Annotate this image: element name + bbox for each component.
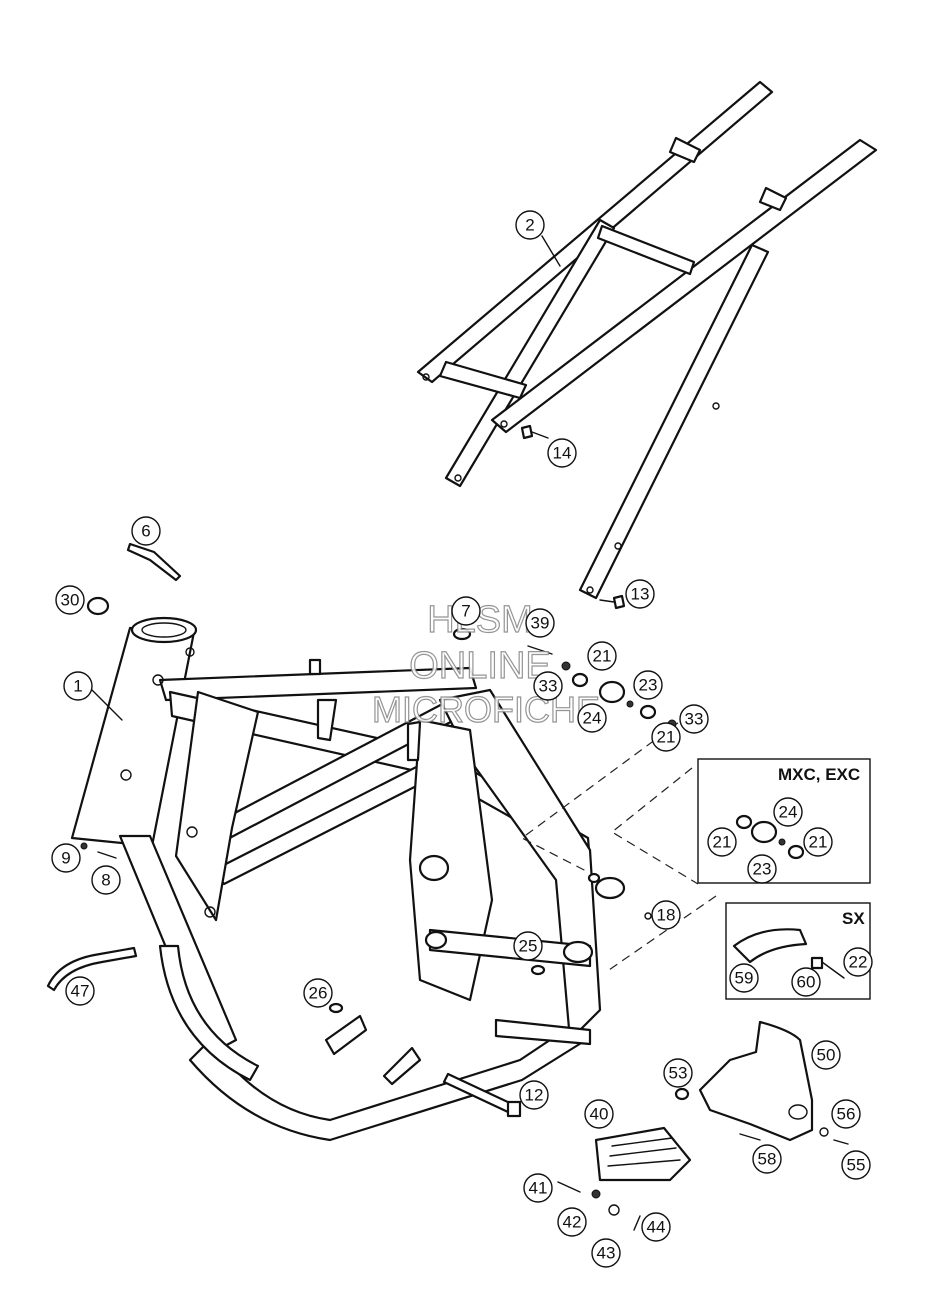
svg-text:47: 47 [71, 982, 90, 1001]
callout-56: 56 [831, 1099, 861, 1129]
svg-text:23: 23 [639, 676, 658, 695]
svg-text:21: 21 [593, 647, 612, 666]
svg-text:21: 21 [713, 833, 732, 852]
callout-21-a: 21 [587, 641, 617, 671]
callout-23-b: 23 [747, 854, 777, 884]
svg-text:41: 41 [529, 1179, 548, 1198]
svg-text:44: 44 [647, 1218, 666, 1237]
svg-text:12: 12 [525, 1086, 544, 1105]
watermark-line-1: HLSM [427, 599, 533, 641]
leader-lines [520, 713, 717, 973]
watermark: HLSM ONLINE MICROFICHE [371, 598, 600, 730]
svg-text:39: 39 [531, 614, 550, 633]
callout-24-b: 24 [773, 797, 803, 827]
callout-42: 42 [557, 1207, 587, 1237]
callout-25: 25 [513, 931, 543, 961]
callout-14: 14 [547, 438, 577, 468]
callout-9: 9 [51, 843, 81, 873]
svg-text:33: 33 [539, 677, 558, 696]
callout-12: 12 [519, 1080, 549, 1110]
callout-44: 44 [641, 1212, 671, 1242]
svg-text:24: 24 [779, 803, 798, 822]
svg-text:14: 14 [553, 444, 572, 463]
callout-1: 1 [63, 671, 123, 721]
callout-41: 41 [523, 1173, 553, 1203]
svg-text:21: 21 [809, 833, 828, 852]
svg-text:2: 2 [525, 216, 534, 235]
callout-26: 26 [303, 978, 333, 1008]
svg-text:13: 13 [631, 585, 650, 604]
svg-text:23: 23 [753, 860, 772, 879]
svg-text:50: 50 [817, 1046, 836, 1065]
svg-text:1: 1 [73, 677, 82, 696]
svg-text:40: 40 [590, 1105, 609, 1124]
svg-text:9: 9 [61, 849, 70, 868]
svg-text:60: 60 [797, 973, 816, 992]
callout-53: 53 [663, 1058, 693, 1088]
callout-21-c: 21 [707, 827, 737, 857]
callout-47: 47 [65, 976, 95, 1006]
callout-40: 40 [584, 1099, 614, 1129]
callout-33-b: 33 [679, 704, 709, 734]
svg-text:25: 25 [519, 937, 538, 956]
callout-23-a: 23 [633, 670, 663, 700]
svg-text:7: 7 [461, 602, 470, 621]
callout-7: 7 [451, 596, 481, 626]
svg-text:8: 8 [101, 871, 110, 890]
callout-43: 43 [591, 1238, 621, 1268]
callout-21-b: 21 [651, 722, 681, 752]
svg-text:26: 26 [309, 984, 328, 1003]
svg-text:55: 55 [847, 1156, 866, 1175]
callout-22: 22 [843, 947, 873, 977]
svg-text:53: 53 [669, 1064, 688, 1083]
svg-text:21: 21 [657, 728, 676, 747]
svg-text:58: 58 [758, 1150, 777, 1169]
panel-sx-title: SX [842, 909, 865, 928]
callout-59: 59 [729, 963, 759, 993]
subframe [416, 80, 878, 600]
callout-21-d: 21 [803, 827, 833, 857]
callout-33-a: 33 [533, 671, 563, 701]
svg-text:33: 33 [685, 710, 704, 729]
svg-text:22: 22 [849, 953, 868, 972]
callout-18: 18 [651, 900, 681, 930]
callout-58: 58 [752, 1144, 782, 1174]
callout-13: 13 [625, 579, 655, 609]
svg-text:6: 6 [141, 522, 150, 541]
small-hardware [46, 424, 849, 1231]
callout-6: 6 [131, 516, 161, 546]
callout-24-a: 24 [577, 703, 607, 733]
main-frame [70, 616, 626, 1142]
callout-2: 2 [515, 210, 561, 267]
part-callouts: 1 2 6 7 8 9 12 13 14 18 21 21 21 21 22 2… [51, 210, 873, 1268]
callout-8: 8 [91, 865, 121, 895]
svg-text:59: 59 [735, 969, 754, 988]
callout-30: 30 [55, 585, 85, 615]
svg-text:56: 56 [837, 1105, 856, 1124]
svg-text:30: 30 [61, 591, 80, 610]
svg-text:43: 43 [597, 1244, 616, 1263]
callout-50: 50 [811, 1040, 841, 1070]
callout-55: 55 [841, 1150, 871, 1180]
svg-text:18: 18 [657, 906, 676, 925]
panel-mxc-exc-title: MXC, EXC [778, 765, 860, 784]
watermark-line-3: MICROFICHE [372, 689, 600, 730]
watermark-line-2: ONLINE [409, 645, 550, 687]
callout-60: 60 [791, 967, 821, 997]
callout-39: 39 [525, 608, 555, 638]
svg-text:24: 24 [583, 709, 602, 728]
svg-text:42: 42 [563, 1213, 582, 1232]
